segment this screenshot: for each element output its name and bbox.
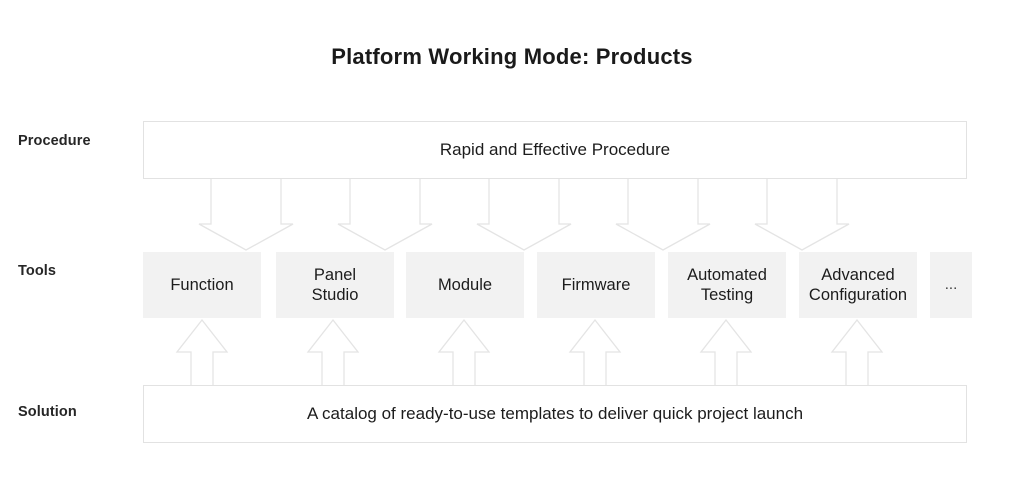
page-title: Platform Working Mode: Products <box>331 44 693 69</box>
arrow-up-icon <box>699 318 753 389</box>
tool-box[interactable]: ... <box>930 252 972 318</box>
tool-box-label: ... <box>944 275 958 293</box>
arrow-down-icon <box>337 175 433 251</box>
tool-box[interactable]: Function <box>143 252 261 318</box>
tool-box-label: Function <box>170 275 234 294</box>
tool-box[interactable]: Module <box>406 252 524 318</box>
tool-box[interactable]: Firmware <box>537 252 655 318</box>
arrow-up-icon <box>175 318 229 389</box>
procedure-box: Rapid and Effective Procedure <box>143 121 967 179</box>
arrow-up-icon <box>306 318 360 389</box>
row-label-tools: Tools <box>18 263 57 279</box>
tool-box-label: Module <box>437 275 493 294</box>
arrow-down-icon <box>615 175 711 251</box>
arrow-down-icon <box>754 175 850 251</box>
arrow-up-icon <box>437 318 491 389</box>
solution-box: A catalog of ready-to-use templates to d… <box>143 385 967 443</box>
arrow-down-icon <box>198 175 294 251</box>
arrow-down-icon <box>476 175 572 251</box>
down-arrow-group <box>0 172 1024 254</box>
arrow-up-icon <box>568 318 622 389</box>
row-label-solution: Solution <box>18 404 77 420</box>
solution-box-text: A catalog of ready-to-use templates to d… <box>306 404 804 423</box>
row-label-procedure: Procedure <box>18 133 91 149</box>
tool-box-label: Firmware <box>561 275 631 294</box>
procedure-box-text: Rapid and Effective Procedure <box>439 140 671 159</box>
up-arrow-group <box>0 316 1024 392</box>
arrow-up-icon <box>830 318 884 389</box>
